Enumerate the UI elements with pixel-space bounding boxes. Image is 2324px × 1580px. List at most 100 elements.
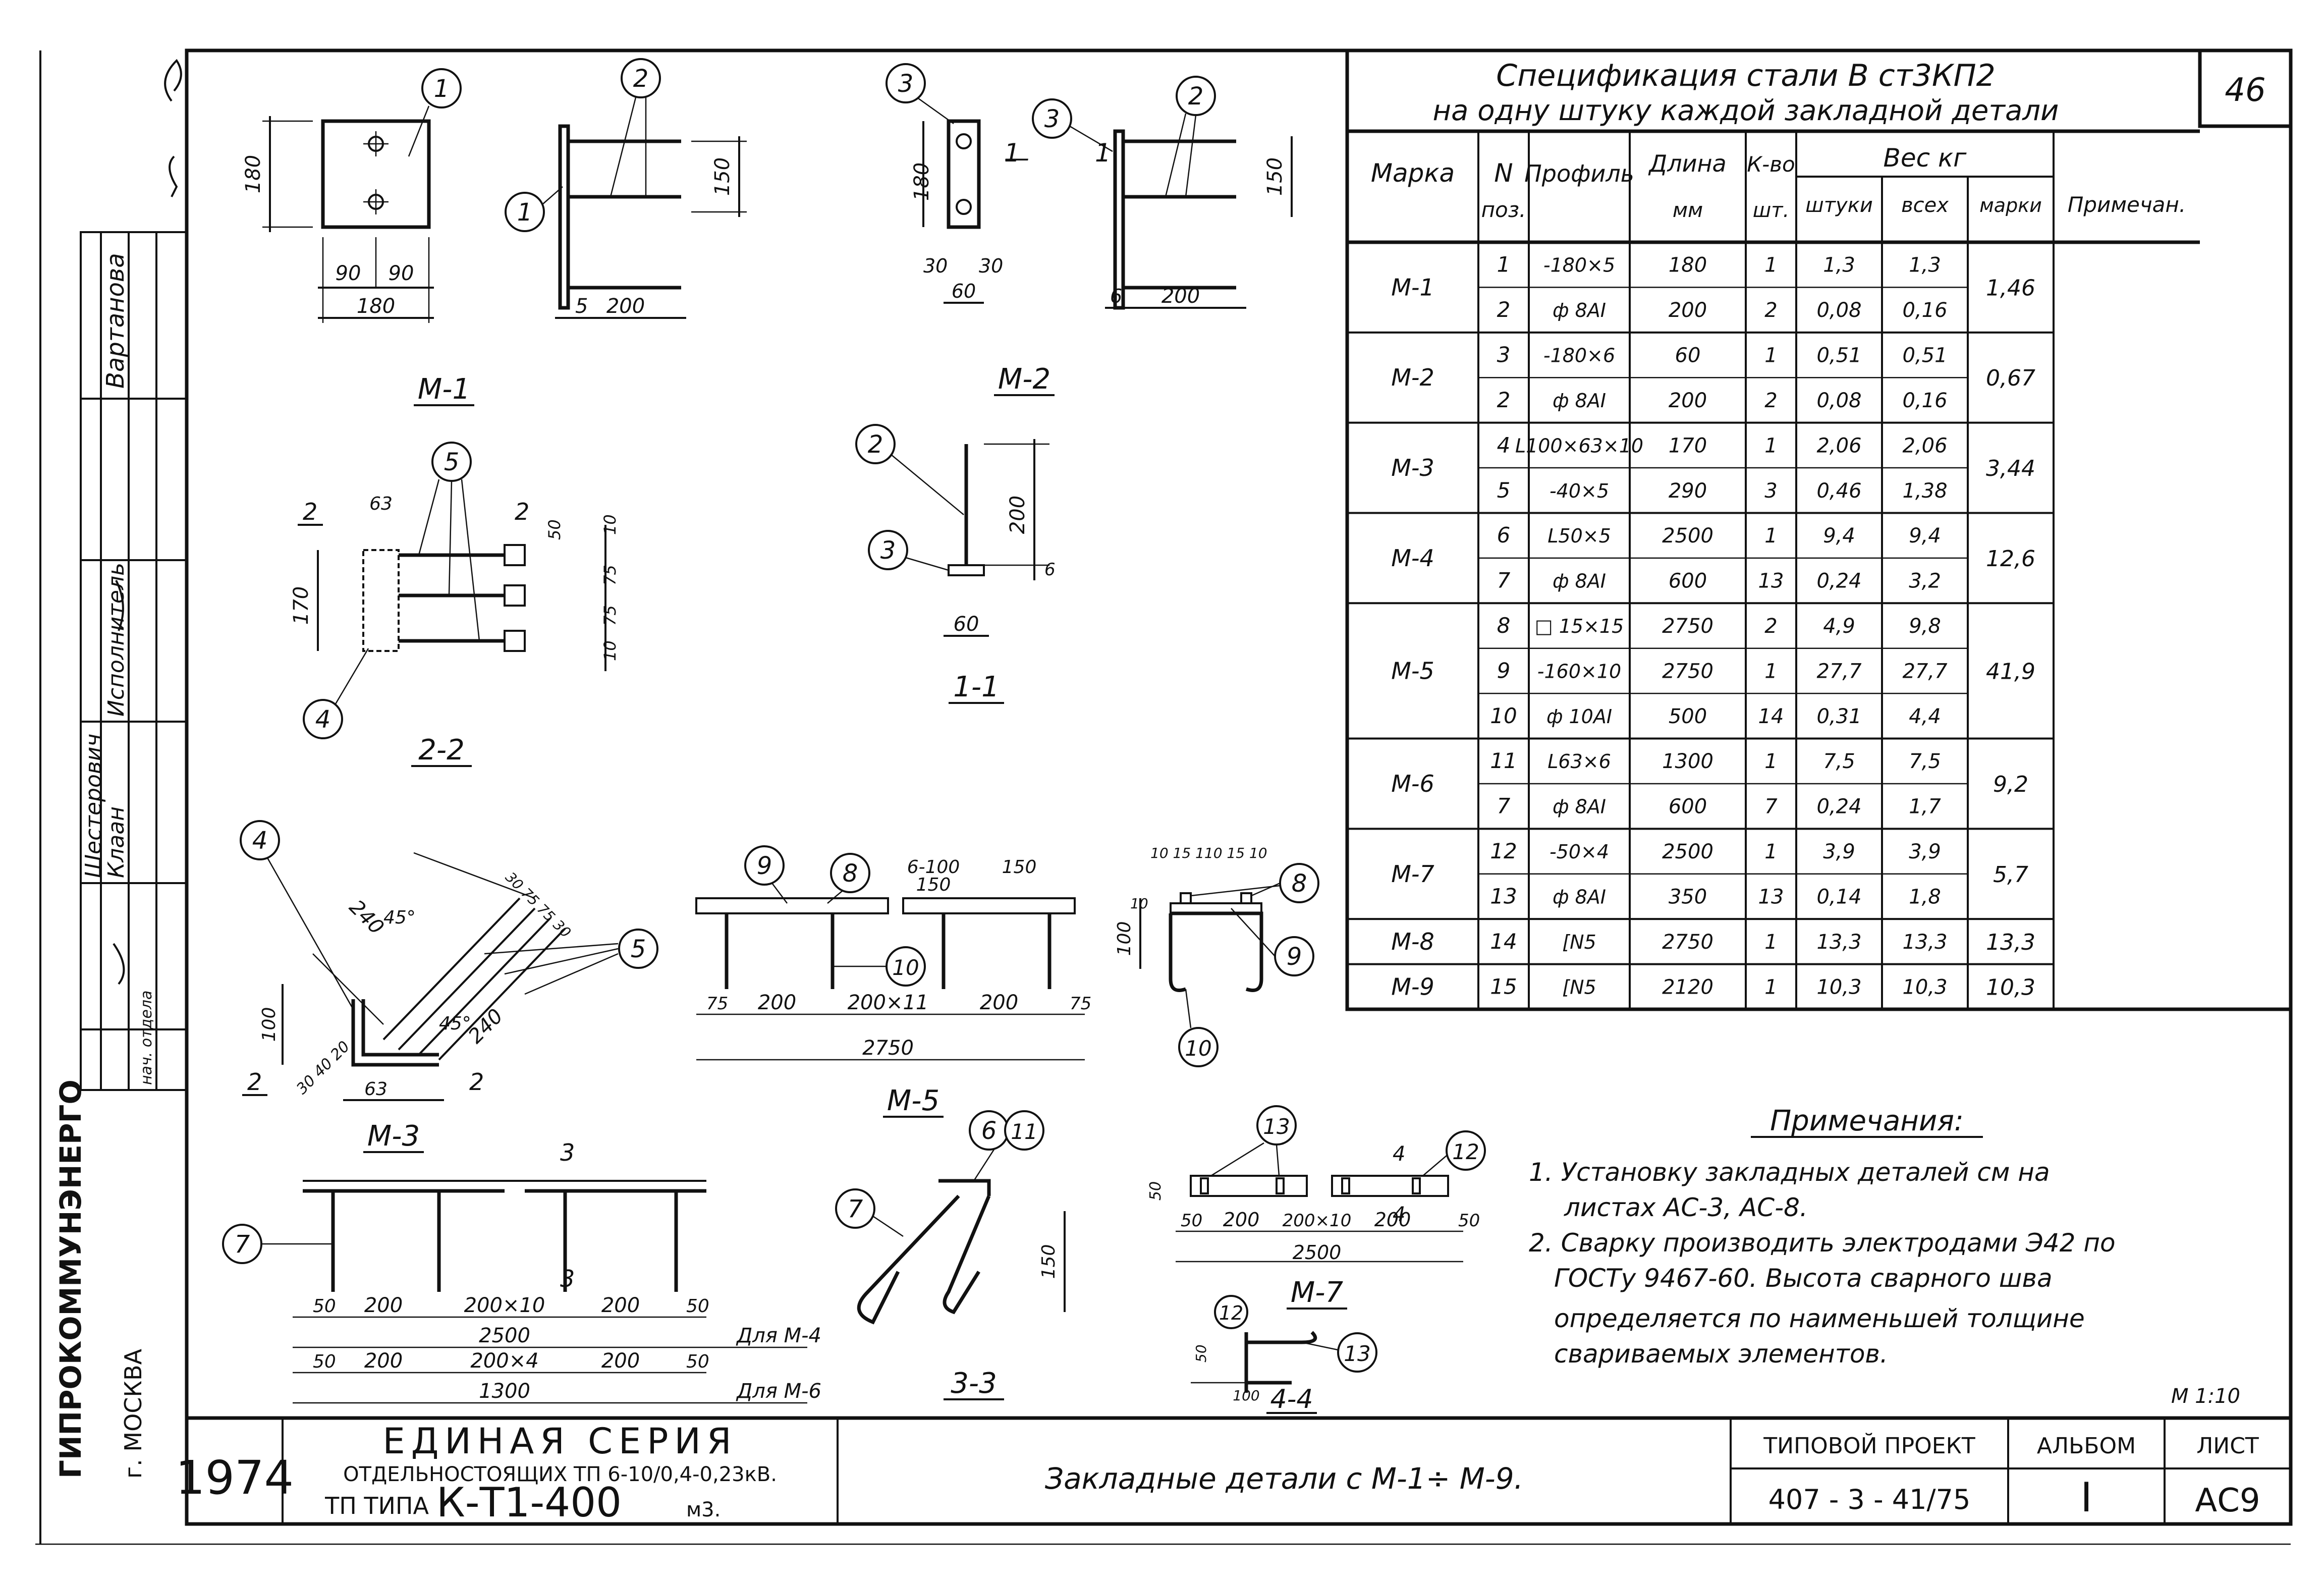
svg-text:200: 200 bbox=[1374, 1209, 1411, 1231]
svg-text:50: 50 bbox=[1181, 1211, 1202, 1231]
spec-weight-piece: 9,4 bbox=[1823, 524, 1855, 548]
svg-text:75: 75 bbox=[600, 565, 620, 585]
spec-qty: 7 bbox=[1764, 795, 1778, 819]
spec-pos: 9 bbox=[1497, 658, 1511, 683]
svg-text:1: 1 bbox=[517, 198, 533, 227]
svg-text:3: 3 bbox=[560, 1139, 575, 1166]
svg-text:10 15 110 15 10: 10 15 110 15 10 bbox=[1150, 845, 1267, 861]
spec-length: 60 bbox=[1675, 344, 1701, 367]
svg-text:200×11: 200×11 bbox=[848, 991, 929, 1014]
svg-text:200: 200 bbox=[1161, 285, 1200, 308]
svg-text:200×4: 200×4 bbox=[470, 1349, 538, 1373]
svg-text:13: 13 bbox=[1263, 1114, 1290, 1139]
svg-text:45°: 45° bbox=[383, 907, 416, 928]
svg-text:30: 30 bbox=[979, 255, 1003, 277]
svg-text:4: 4 bbox=[1393, 1142, 1405, 1166]
spec-length: 1300 bbox=[1662, 750, 1713, 773]
spec-length: 600 bbox=[1669, 795, 1707, 819]
org-city: г. МОСКВА bbox=[120, 1348, 147, 1479]
spec-weight-piece: 1,3 bbox=[1823, 254, 1855, 277]
spec-weight-piece: 2,06 bbox=[1816, 434, 1861, 457]
svg-text:63: 63 bbox=[364, 1079, 388, 1100]
svg-text:150: 150 bbox=[711, 157, 734, 196]
spec-qty: 2 bbox=[1764, 615, 1777, 638]
svg-text:10: 10 bbox=[1130, 895, 1148, 912]
spec-mark-weight: 10,3 bbox=[1986, 974, 2035, 1000]
view-m3-iso: 240 45° 45° 240 30 75 75 30 100 63 30 40… bbox=[240, 820, 658, 1101]
svg-text:3: 3 bbox=[1044, 105, 1060, 133]
svg-text:1300: 1300 bbox=[479, 1380, 530, 1403]
spec-weight-all: 4,4 bbox=[1909, 705, 1941, 728]
spec-mark-weight: 5,7 bbox=[1993, 862, 2028, 888]
spec-weight-all: 9,4 bbox=[1909, 524, 1941, 548]
spec-weight-all: 0,51 bbox=[1902, 344, 1947, 367]
spec-profile: ф 8АI bbox=[1553, 886, 1606, 908]
spec-pos: 13 bbox=[1490, 884, 1517, 908]
svg-text:2750: 2750 bbox=[862, 1037, 914, 1060]
spec-qty: 13 bbox=[1758, 570, 1784, 593]
spec-pos: 2 bbox=[1497, 297, 1511, 322]
svg-text:75: 75 bbox=[706, 994, 728, 1014]
svg-text:75: 75 bbox=[1070, 994, 1091, 1014]
spec-profile: ф 8АI bbox=[1553, 796, 1606, 818]
svg-text:5: 5 bbox=[575, 295, 588, 318]
spec-weight-all: 1,38 bbox=[1902, 479, 1947, 503]
svg-text:200: 200 bbox=[364, 1349, 403, 1373]
svg-text:8: 8 bbox=[1292, 869, 1307, 898]
spec-length: 500 bbox=[1669, 705, 1707, 728]
svg-text:6: 6 bbox=[1044, 560, 1056, 580]
svg-text:2: 2 bbox=[1188, 82, 1204, 111]
svg-text:12: 12 bbox=[1219, 1302, 1243, 1324]
svg-text:2: 2 bbox=[303, 498, 317, 525]
label-for-m4: Для М-4 bbox=[736, 1324, 821, 1347]
spec-weight-all: 7,5 bbox=[1909, 750, 1941, 773]
spec-weight-piece: 0,31 bbox=[1816, 705, 1861, 728]
spec-profile: L100×63×10 bbox=[1515, 434, 1643, 457]
specification-table: 46 Спецификация стали В ст3КП2 на одну ш… bbox=[1345, 48, 2293, 1011]
spec-profile: -50×4 bbox=[1550, 841, 1609, 863]
col-pos: N bbox=[1494, 158, 1513, 188]
spec-length: 170 bbox=[1669, 434, 1707, 457]
spec-weight-piece: 3,9 bbox=[1823, 840, 1855, 863]
svg-text:150: 150 bbox=[1263, 157, 1287, 196]
svg-text:200: 200 bbox=[1223, 1209, 1260, 1231]
spec-mark-weight: 41,9 bbox=[1986, 659, 2035, 684]
spec-weight-piece: 10,3 bbox=[1816, 975, 1861, 999]
stamp-name-1: Вартанова bbox=[101, 253, 130, 389]
col-length: Длина bbox=[1648, 150, 1727, 177]
col-mark: Марка bbox=[1371, 158, 1455, 188]
spec-weight-all: 3,9 bbox=[1909, 840, 1941, 863]
spec-mark: М-5 bbox=[1391, 657, 1434, 684]
col-weight: Вес кг bbox=[1884, 143, 1967, 173]
svg-text:10: 10 bbox=[600, 640, 620, 661]
spec-weight-piece: 0,24 bbox=[1816, 570, 1861, 593]
svg-text:10: 10 bbox=[1185, 1036, 1211, 1061]
svg-text:10: 10 bbox=[892, 955, 919, 980]
section-label-2-2: 2-2 bbox=[418, 734, 464, 767]
section-1-1: 200 6 60 2 3 1-1 bbox=[855, 424, 1056, 704]
spec-weight-all: 1,8 bbox=[1909, 885, 1941, 908]
spec-qty: 1 bbox=[1764, 975, 1777, 999]
spec-pos: 1 bbox=[1497, 252, 1511, 277]
note-line-6: свариваемых элементов. bbox=[1554, 1339, 1888, 1369]
spec-qty: 13 bbox=[1758, 885, 1784, 908]
section-label-3-3: 3-3 bbox=[951, 1367, 997, 1400]
col-note: Примечан. bbox=[2068, 192, 2186, 217]
spec-mark: М-8 bbox=[1391, 928, 1434, 955]
svg-text:90: 90 bbox=[389, 262, 414, 285]
spec-weight-piece: 7,5 bbox=[1823, 750, 1855, 773]
drawing-name: Закладные детали с М-1÷ М-9. bbox=[1045, 1461, 1523, 1496]
section-3-3: 150 6 11 7 3-3 bbox=[835, 1110, 1066, 1400]
spec-length: 2120 bbox=[1662, 975, 1713, 999]
year: 1974 bbox=[176, 1451, 294, 1505]
spec-weight-all: 0,16 bbox=[1902, 389, 1947, 412]
spec-qty: 1 bbox=[1764, 434, 1777, 457]
col-length-unit: мм bbox=[1673, 199, 1703, 222]
svg-text:6-100: 6-100 bbox=[907, 857, 960, 878]
spec-mark: М-1 bbox=[1391, 274, 1434, 301]
col-profile: Профиль bbox=[1524, 160, 1634, 187]
spec-pos: 2 bbox=[1497, 388, 1511, 412]
svg-text:200×10: 200×10 bbox=[464, 1294, 545, 1317]
view-label-m1: М-1 bbox=[418, 373, 470, 406]
